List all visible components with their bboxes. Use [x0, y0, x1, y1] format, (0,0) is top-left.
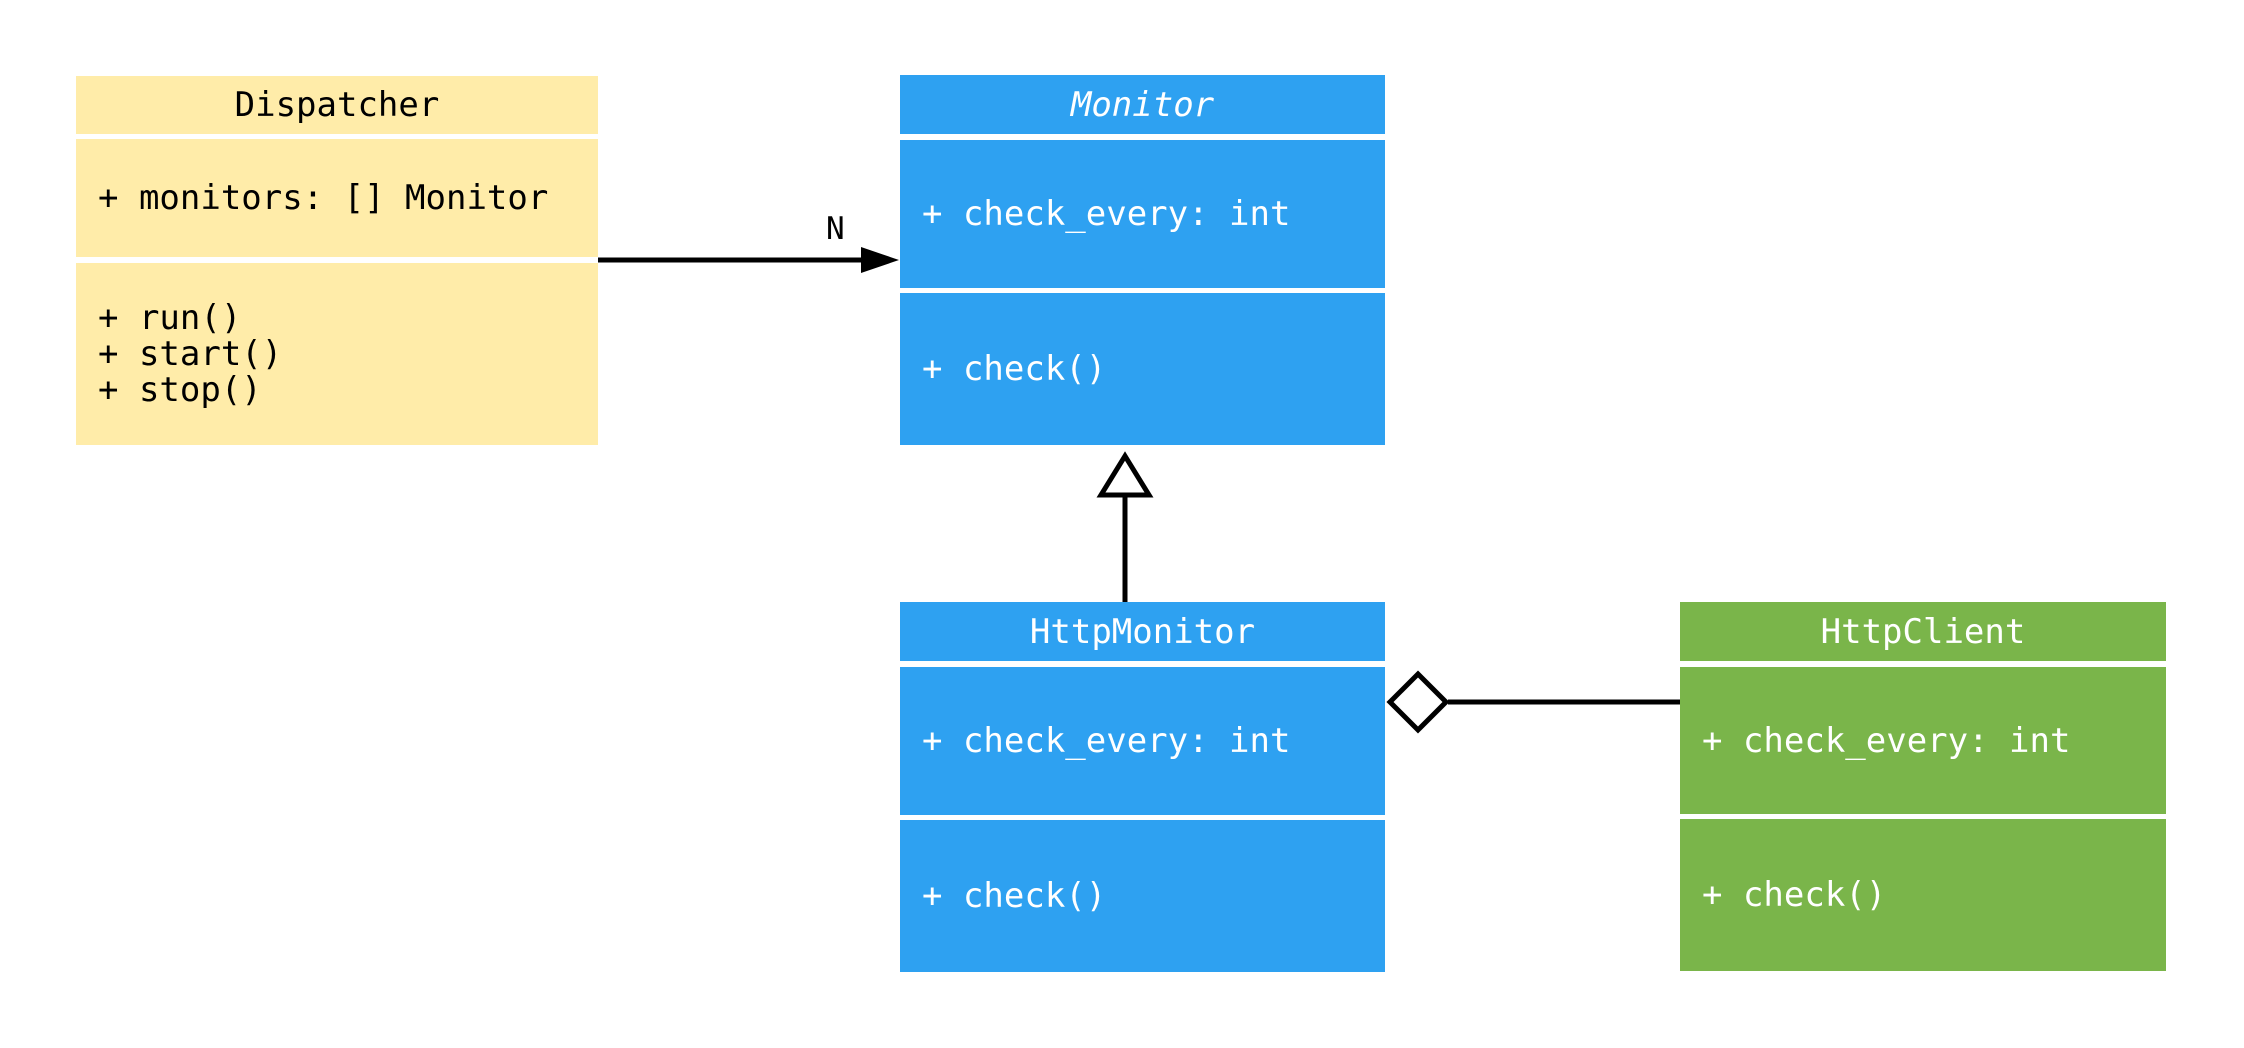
class-box-monitor: Monitor + check_every: int + check(): [900, 75, 1385, 445]
method-row: + check(): [1702, 875, 1887, 915]
class-box-dispatcher: Dispatcher + monitors: [] Monitor + run(…: [76, 76, 598, 445]
attribute-row: + check_every: int: [922, 194, 1291, 234]
method-row: + check(): [922, 876, 1107, 916]
method-row: + stop(): [98, 370, 262, 410]
class-box-httpmonitor: HttpMonitor + check_every: int + check(): [900, 602, 1385, 972]
class-attributes-monitor: + check_every: int: [900, 140, 1385, 288]
edge-multiplicity-label: N: [826, 211, 845, 247]
method-row: + run(): [98, 298, 242, 338]
association-arrowhead-icon: [861, 247, 899, 273]
class-name: Dispatcher: [234, 85, 440, 125]
class-title-dispatcher: Dispatcher: [76, 76, 598, 134]
class-methods-dispatcher: + run() + start() + stop(): [76, 263, 598, 445]
class-attributes-httpclient: + check_every: int: [1680, 667, 2166, 814]
class-attributes-httpmonitor: + check_every: int: [900, 667, 1385, 815]
class-title-httpclient: HttpClient: [1680, 602, 2166, 661]
class-title-monitor: Monitor: [900, 75, 1385, 134]
class-name: HttpClient: [1820, 611, 2026, 652]
attribute-row: + monitors: [] Monitor: [98, 178, 549, 218]
attribute-row: + check_every: int: [1702, 720, 2071, 761]
class-name: HttpMonitor: [1029, 611, 1256, 652]
association-edge-dispatcher-monitor: [598, 247, 899, 273]
inheritance-triangle-icon: [1096, 451, 1154, 498]
class-methods-monitor: + check(): [900, 293, 1385, 445]
class-methods-httpclient: + check(): [1680, 819, 2166, 971]
attribute-row: + check_every: int: [922, 721, 1291, 761]
method-row: + start(): [98, 334, 283, 374]
aggregation-edge-httpmonitor-httpclient: [1386, 670, 1680, 734]
class-attributes-dispatcher: + monitors: [] Monitor: [76, 139, 598, 257]
aggregation-diamond-icon: [1386, 670, 1450, 734]
class-methods-httpmonitor: + check(): [900, 820, 1385, 972]
inheritance-edge-httpmonitor-monitor: [1096, 451, 1154, 602]
class-box-httpclient: HttpClient + check_every: int + check(): [1680, 602, 2166, 971]
method-row: + check(): [922, 349, 1107, 389]
class-name: Monitor: [1070, 84, 1215, 125]
class-title-httpmonitor: HttpMonitor: [900, 602, 1385, 661]
